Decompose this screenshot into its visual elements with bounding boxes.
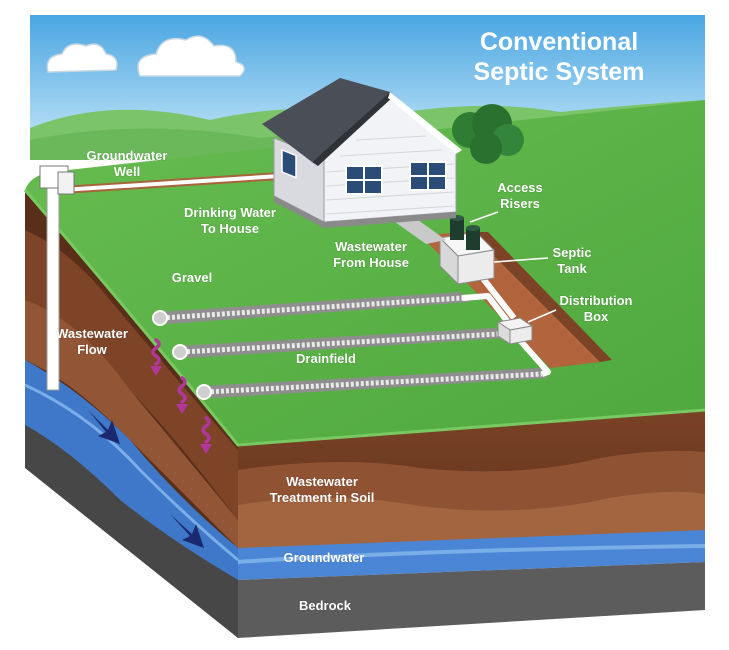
label-septic-tank-2: Tank: [557, 261, 587, 276]
label-drinking-water-1: Drinking Water: [184, 205, 276, 220]
label-access-risers-1: Access: [497, 180, 543, 195]
label-groundwater-well-2: Well: [114, 164, 141, 179]
label-wastewater-from-house-2: From House: [333, 255, 409, 270]
soil-stratum-left: [25, 300, 238, 548]
cloud-icon: [46, 43, 118, 73]
flow-arrowhead: [150, 366, 212, 454]
house-drain-path: [395, 220, 446, 244]
wastewater-flow-arrow-icon: [151, 338, 211, 444]
label-septic-tank-1: Septic: [552, 245, 591, 260]
tree-icon: [452, 104, 524, 164]
bedrock-right: [238, 562, 705, 638]
label-access-risers-2: Risers: [500, 196, 540, 211]
label-gravel: Gravel: [172, 270, 212, 285]
label-drainfield: Drainfield: [296, 351, 356, 366]
label-bedrock: Bedrock: [299, 598, 352, 613]
label-distribution-box-2: Box: [584, 309, 609, 324]
groundwater-flow-arrow-icon: [88, 410, 204, 548]
label-wastewater-treatment-1: Wastewater: [286, 474, 358, 489]
label-wastewater-flow-1: Wastewater: [56, 326, 128, 341]
label-wastewater-treatment-2: Treatment in Soil: [270, 490, 375, 505]
drinking-water-pipe: [61, 172, 281, 194]
label-wastewater-from-house-1: Wastewater: [335, 239, 407, 254]
water-sheen-left: [24, 383, 239, 562]
bedrock-left: [25, 425, 238, 638]
label-groundwater: Groundwater: [284, 550, 365, 565]
well-casing: [39, 165, 75, 391]
distribution-box: [496, 317, 534, 345]
cloud-icon: [137, 35, 245, 77]
tank-trench-shadow: [470, 232, 612, 362]
title-line-1: Conventional: [480, 28, 638, 56]
water-sheen: [237, 544, 706, 564]
label-groundwater-well-1: Groundwater: [87, 148, 168, 163]
label-wastewater-flow-2: Flow: [77, 342, 107, 357]
access-risers: [450, 215, 480, 250]
drainfield-trenches: [152, 292, 548, 400]
label-distribution-box-1: Distribution: [560, 293, 633, 308]
title-line-2: Septic System: [474, 58, 645, 86]
label-drinking-water-2: To House: [201, 221, 259, 236]
house: [262, 78, 462, 228]
label-leaders: [469, 211, 557, 323]
soil-stratum-left: [25, 230, 238, 520]
groundwater-right: [238, 530, 705, 580]
